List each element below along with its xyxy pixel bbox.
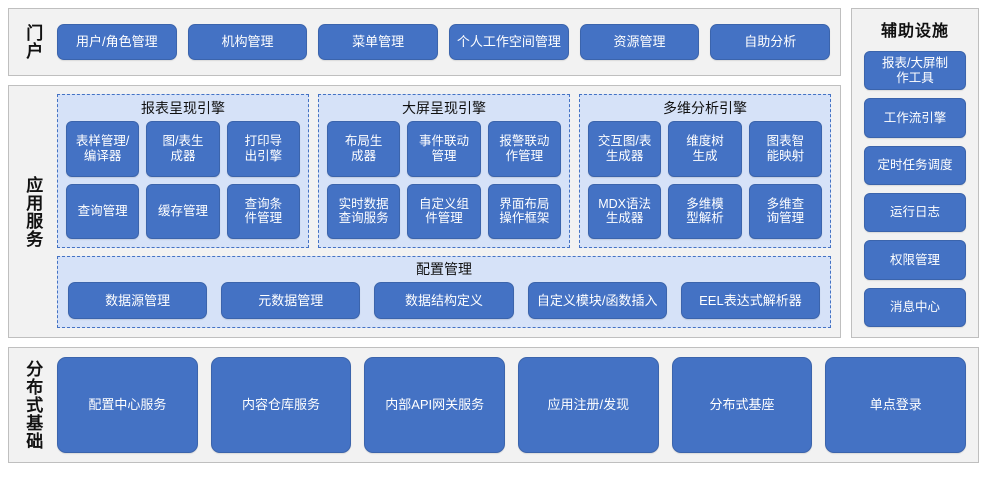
- dist-item-configuration-center-service[interactable]: 配置中心服务: [57, 357, 198, 453]
- left-column: 门户 用户/角色管理 机构管理 菜单管理 个人工作空间管理 资源管理 自助分析 …: [8, 8, 841, 338]
- large-screen-item-event-linkage-management[interactable]: 事件联动 管理: [407, 121, 481, 177]
- portal-item-menu-management[interactable]: 菜单管理: [318, 24, 439, 60]
- portal-item-user-role-management[interactable]: 用户/角色管理: [57, 24, 177, 60]
- dist-item-distributed-base[interactable]: 分布式基座: [671, 357, 813, 453]
- configuration-management-title: 配置管理: [416, 261, 472, 277]
- report-item-chart-table-generator[interactable]: 图/表生 成器: [146, 121, 220, 177]
- configuration-management-panel: 配置管理 数据源管理 元数据管理 数据结构定义 自定义模块/函数插入 EEL表达…: [57, 256, 831, 328]
- distributed-foundation-section: 分布式基础 配置中心服务 内容仓库服务 内部API网关服务 应用注册/发现 分布…: [8, 347, 979, 463]
- large-screen-item-alarm-linkage-action-management[interactable]: 报警联动 作管理: [487, 121, 561, 177]
- configuration-management-items: 数据源管理 元数据管理 数据结构定义 自定义模块/函数插入 EEL表达式解析器: [68, 282, 821, 319]
- application-services-section-label: 应用服务: [23, 175, 43, 248]
- report-item-query-management[interactable]: 查询管理: [66, 183, 140, 239]
- multidimensional-analysis-engine-panel: 多维分析引擎 交互图/表 生成器 维度树 生成 图表智 能映射 MDX语法 生成…: [579, 94, 831, 248]
- portal-item-personal-workspace-management[interactable]: 个人工作空间管理: [449, 24, 569, 60]
- report-rendering-engine-panel: 报表呈现引擎 表样管理/ 编译器 图/表生 成器 打印导 出引擎 查询管理 缓存…: [57, 94, 309, 248]
- dist-item-content-repository-service[interactable]: 内容仓库服务: [210, 357, 352, 453]
- large-screen-rendering-engine-title: 大屏呈现引擎: [402, 100, 486, 116]
- portal-item-resource-management[interactable]: 资源管理: [579, 24, 700, 60]
- large-screen-item-custom-component-management[interactable]: 自定义组 件管理: [407, 183, 481, 239]
- multidim-item-multidimensional-query-management[interactable]: 多维查 询管理: [748, 183, 822, 239]
- aux-item-runtime-log[interactable]: 运行日志: [864, 192, 966, 233]
- dist-item-internal-api-gateway-service[interactable]: 内部API网关服务: [364, 357, 506, 453]
- dist-item-single-sign-on[interactable]: 单点登录: [825, 357, 967, 453]
- multidimensional-analysis-engine-items: 交互图/表 生成器 维度树 生成 图表智 能映射 MDX语法 生成器 多维模 型…: [588, 121, 822, 239]
- application-services-section: 应用服务 报表呈现引擎 表样管理/ 编译器 图/表生 成器 打印导 出引擎 查询…: [8, 85, 841, 338]
- multidimensional-analysis-engine-title: 多维分析引擎: [663, 100, 747, 116]
- aux-item-scheduled-task-scheduling[interactable]: 定时任务调度: [864, 145, 966, 185]
- upper-region: 门户 用户/角色管理 机构管理 菜单管理 个人工作空间管理 资源管理 自助分析 …: [8, 8, 979, 338]
- report-item-template-management-compiler[interactable]: 表样管理/ 编译器: [66, 121, 140, 177]
- report-rendering-engine-title: 报表呈现引擎: [141, 100, 225, 116]
- config-item-datasource-management[interactable]: 数据源管理: [68, 282, 208, 319]
- auxiliary-facilities-section: 辅助设施 报表/大屏制 作工具 工作流引擎 定时任务调度 运行日志 权限管理 消…: [851, 8, 979, 338]
- large-screen-item-realtime-data-query-service[interactable]: 实时数据 查询服务: [327, 183, 401, 239]
- portal-item-self-service-analysis[interactable]: 自助分析: [710, 24, 831, 60]
- aux-item-report-large-screen-authoring-tool[interactable]: 报表/大屏制 作工具: [864, 51, 966, 91]
- application-services-body: 报表呈现引擎 表样管理/ 编译器 图/表生 成器 打印导 出引擎 查询管理 缓存…: [55, 86, 840, 337]
- large-screen-item-ui-layout-operation-framework[interactable]: 界面布局 操作框架: [487, 183, 561, 239]
- config-item-data-structure-definition[interactable]: 数据结构定义: [374, 282, 514, 319]
- large-screen-rendering-engine-panel: 大屏呈现引擎 布局生 成器 事件联动 管理 报警联动 作管理 实时数据 查询服务…: [318, 94, 570, 248]
- distributed-foundation-section-label: 分布式基础: [23, 360, 43, 450]
- multidim-item-interactive-chart-table-generator[interactable]: 交互图/表 生成器: [588, 121, 662, 177]
- report-rendering-engine-items: 表样管理/ 编译器 图/表生 成器 打印导 出引擎 查询管理 缓存管理 查询条 …: [66, 121, 300, 239]
- config-item-custom-module-function-insertion[interactable]: 自定义模块/函数插入: [527, 282, 667, 319]
- portal-section: 门户 用户/角色管理 机构管理 菜单管理 个人工作空间管理 资源管理 自助分析: [8, 8, 841, 76]
- aux-item-permission-management[interactable]: 权限管理: [864, 240, 966, 280]
- multidim-item-chart-intelligent-mapping[interactable]: 图表智 能映射: [748, 121, 822, 177]
- aux-item-workflow-engine[interactable]: 工作流引擎: [864, 98, 966, 138]
- report-item-cache-management[interactable]: 缓存管理: [146, 183, 220, 239]
- config-item-eel-expression-parser[interactable]: EEL表达式解析器: [680, 282, 821, 319]
- large-screen-rendering-engine-items: 布局生 成器 事件联动 管理 报警联动 作管理 实时数据 查询服务 自定义组 件…: [327, 121, 561, 239]
- report-item-query-condition-management[interactable]: 查询条 件管理: [226, 183, 300, 239]
- portal-section-label: 门户: [23, 24, 43, 60]
- auxiliary-facilities-title: 辅助设施: [880, 23, 949, 40]
- multidim-item-dimension-tree-generation[interactable]: 维度树 生成: [668, 121, 742, 177]
- report-item-print-export-engine[interactable]: 打印导 出引擎: [226, 121, 300, 177]
- portal-item-organization-management[interactable]: 机构管理: [187, 24, 308, 60]
- portal-items: 用户/角色管理 机构管理 菜单管理 个人工作空间管理 资源管理 自助分析: [55, 9, 840, 75]
- aux-item-message-center[interactable]: 消息中心: [864, 287, 966, 327]
- large-screen-item-layout-generator[interactable]: 布局生 成器: [327, 121, 401, 177]
- dist-item-application-registration-discovery[interactable]: 应用注册/发现: [518, 357, 659, 453]
- engine-panels: 报表呈现引擎 表样管理/ 编译器 图/表生 成器 打印导 出引擎 查询管理 缓存…: [57, 94, 831, 248]
- config-item-metadata-management[interactable]: 元数据管理: [221, 282, 361, 319]
- distributed-foundation-items: 配置中心服务 内容仓库服务 内部API网关服务 应用注册/发现 分布式基座 单点…: [55, 348, 978, 462]
- multidim-item-mdx-syntax-generator[interactable]: MDX语法 生成器: [588, 183, 662, 239]
- multidim-item-multidimensional-model-parsing[interactable]: 多维模 型解析: [668, 183, 742, 239]
